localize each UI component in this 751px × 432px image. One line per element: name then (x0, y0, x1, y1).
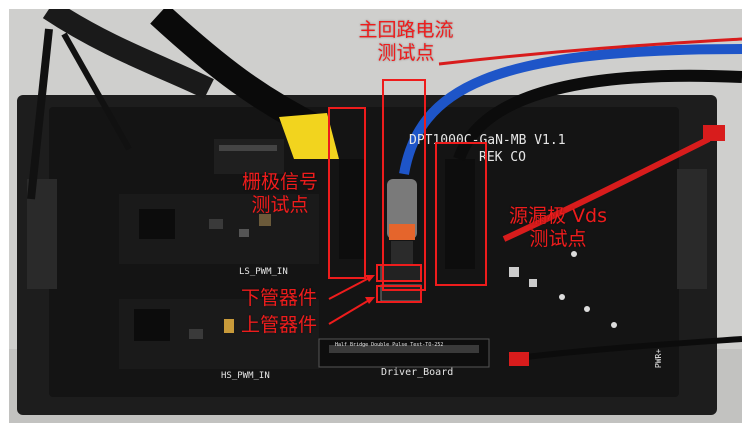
upper-device-label: 上管器件 (240, 314, 317, 336)
ls-pwm-label: LS_PWM_IN (239, 267, 288, 277)
red-cable (502, 136, 711, 242)
black-cable-right (453, 69, 742, 162)
driver-board-label: Driver_Board (381, 367, 454, 378)
lower-device-box (376, 264, 422, 282)
main-current-label: 主回路电流 测试点 (358, 19, 454, 64)
test-bench-photo: DPT1000C-GaN-MB V1.1 REK CO LS_PWM_IN HS… (9, 9, 742, 423)
pcb-title: DPT1000C-GaN-MB V1.1 (409, 133, 566, 148)
pwr-label: PWR+ (654, 348, 664, 369)
lower-device-label: 下管器件 (240, 287, 317, 309)
halfbridge-label: Half Bridge Double Pulse Test-TO-252 (335, 342, 444, 348)
hs-pwm-label: HS_PWM_IN (221, 371, 270, 381)
black-cable-lower (508, 336, 742, 362)
vds-probe-box (435, 142, 487, 286)
pcb-maker: REK CO (479, 150, 526, 165)
photo-scene (9, 9, 742, 423)
drain-source-label: 源漏极 Vds 测试点 (509, 205, 607, 250)
upper-device-box (376, 285, 422, 303)
gate-signal-label: 栅极信号 测试点 (241, 171, 318, 216)
current-probe-box (382, 79, 426, 291)
blue-cable (399, 44, 742, 175)
